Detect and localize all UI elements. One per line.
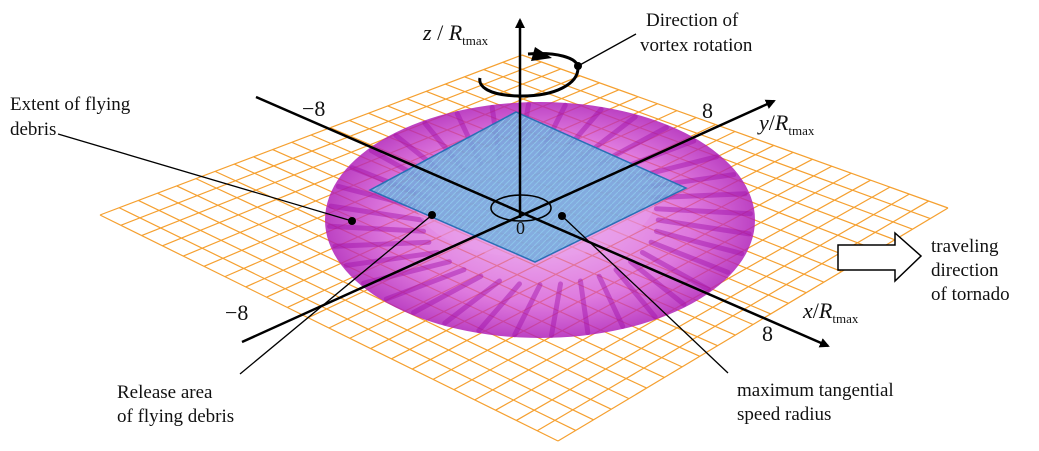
debris-streak [548, 281, 564, 338]
traveling-label: traveling direction of tornado [931, 236, 1010, 305]
grid-line [516, 193, 910, 421]
debris-streak [332, 239, 432, 249]
release-area [368, 111, 688, 263]
extent-label: Extent of flying debris [10, 94, 135, 140]
debris-streak [383, 267, 467, 302]
x-axis [255, 95, 830, 348]
tick-plus-x: 8 [762, 321, 773, 346]
debris-streak [442, 278, 503, 326]
tick-plus-y: 8 [702, 98, 713, 123]
debris-streak [343, 249, 441, 268]
debris-streak [577, 278, 591, 336]
y-axis-label: y/Rtmax [757, 110, 815, 138]
debris-streak [639, 249, 712, 292]
debris-streak [628, 259, 687, 307]
debris-streak [476, 281, 522, 334]
debris-streak [596, 273, 626, 329]
debris-streak [613, 267, 658, 320]
max-radius-label: maximum tangential speed radius [737, 380, 898, 425]
grid-line [138, 199, 594, 421]
x-axis-label: x/Rtmax [802, 298, 859, 326]
debris-streak [327, 223, 427, 234]
grid-line [99, 214, 559, 442]
grid-line [118, 207, 576, 431]
rotation-label: Direction of vortex rotation [640, 10, 753, 56]
rotation-arrow [478, 47, 580, 98]
tick-origin: 0 [516, 218, 525, 238]
debris-streak [411, 273, 484, 316]
debris-streak [328, 203, 425, 223]
release-label: Release area of flying debris [117, 382, 234, 427]
y-axis [241, 99, 776, 344]
leader-dots [348, 62, 582, 225]
axes [241, 18, 830, 348]
z-axis-label: z / Rtmax [422, 20, 489, 48]
debris-streak [653, 228, 745, 257]
grid-line [536, 200, 929, 432]
debris-streak [512, 282, 543, 338]
debris-streak [653, 206, 753, 217]
traveling-direction-arrow [837, 231, 923, 283]
tick-minus-x: −8 [302, 96, 325, 121]
leader-lines [57, 33, 729, 375]
debris-streak [648, 239, 731, 275]
debris-streak [655, 217, 752, 237]
tick-minus-y: −8 [225, 300, 248, 325]
max-speed-radius-circle [490, 194, 552, 222]
